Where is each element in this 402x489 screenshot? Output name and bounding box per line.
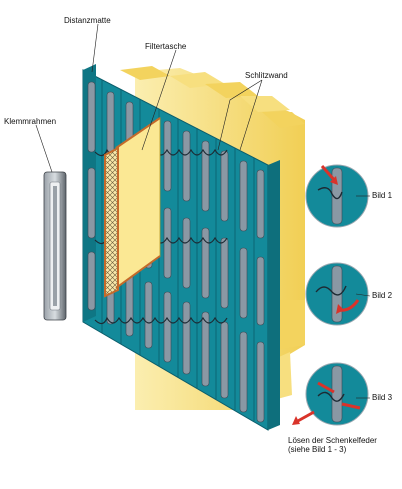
arrow-icon: [317, 381, 335, 394]
caption-line-2: (siehe Bild 1 - 3): [288, 445, 347, 455]
caption-line-1: Lösen der Schenkelfeder: [288, 436, 377, 445]
clamp-frame: [43, 171, 67, 321]
detail-bild-2: [305, 262, 369, 326]
arrow-icon: [341, 402, 361, 410]
detail-bild-1: [305, 164, 369, 228]
label-bild-2: Bild 2: [372, 291, 393, 300]
label-bild-3: Bild 3: [372, 393, 393, 402]
arrow-icon: [295, 410, 315, 424]
leader-lines: [35, 23, 371, 399]
filter-pocket-insert: [104, 117, 161, 298]
label-schlitzwand: Schlitzwand: [245, 71, 288, 80]
label-filtertasche: Filtertasche: [145, 42, 187, 51]
label-bild-1: Bild 1: [372, 191, 393, 200]
label-klemmrahmen: Klemmrahmen: [4, 117, 57, 126]
detail-bild-3: [292, 362, 369, 426]
label-distanzmatte: Distanzmatte: [64, 16, 111, 25]
caption: Lösen der Schenkelfeder (siehe Bild 1 - …: [288, 436, 377, 454]
